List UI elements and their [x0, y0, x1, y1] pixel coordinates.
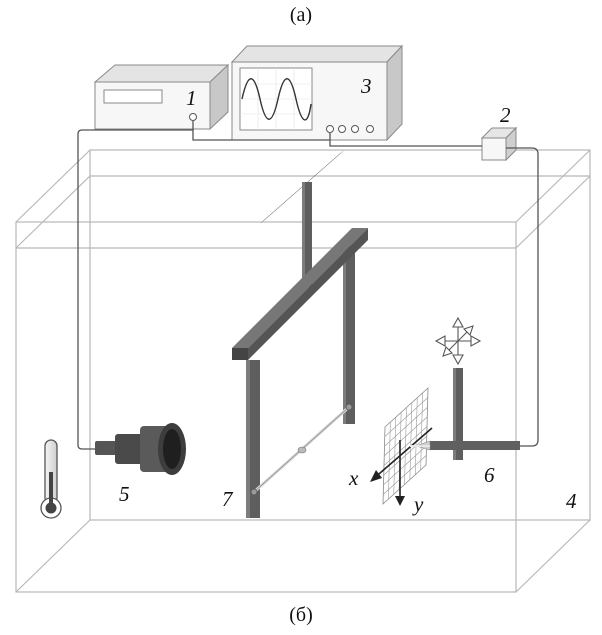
grid-line	[420, 392, 423, 470]
label-1: 1	[186, 86, 197, 110]
label-4: 4	[566, 489, 577, 513]
oscilloscope-grid	[240, 68, 312, 130]
cables	[77, 121, 539, 450]
label-7: 7	[222, 487, 234, 511]
label-5: 5	[119, 482, 130, 506]
grid-line	[383, 426, 428, 466]
label-3: 3	[360, 74, 372, 98]
support-mount	[260, 150, 344, 287]
grid-line	[409, 402, 413, 480]
measurement-grid	[370, 387, 433, 506]
grid-line	[383, 455, 427, 495]
sine-wave	[241, 78, 312, 121]
grid-line	[383, 435, 427, 476]
label-x-axis: x	[348, 466, 359, 490]
grid-line	[383, 445, 427, 485]
label-y-axis: y	[412, 492, 424, 516]
speaker	[95, 423, 186, 475]
thermometer	[40, 439, 62, 519]
amplifier-box	[480, 126, 518, 162]
signal-generator	[93, 63, 230, 131]
caption-bottom: (б)	[289, 604, 313, 626]
grid-line	[414, 397, 418, 475]
label-2: 2	[500, 103, 511, 127]
caption-top: (a)	[289, 4, 313, 26]
label-6: 6	[484, 463, 495, 487]
frame	[232, 228, 368, 518]
oscilloscope	[230, 44, 404, 142]
hydrophone	[410, 368, 520, 460]
traverse-arrows-icon	[434, 316, 482, 366]
